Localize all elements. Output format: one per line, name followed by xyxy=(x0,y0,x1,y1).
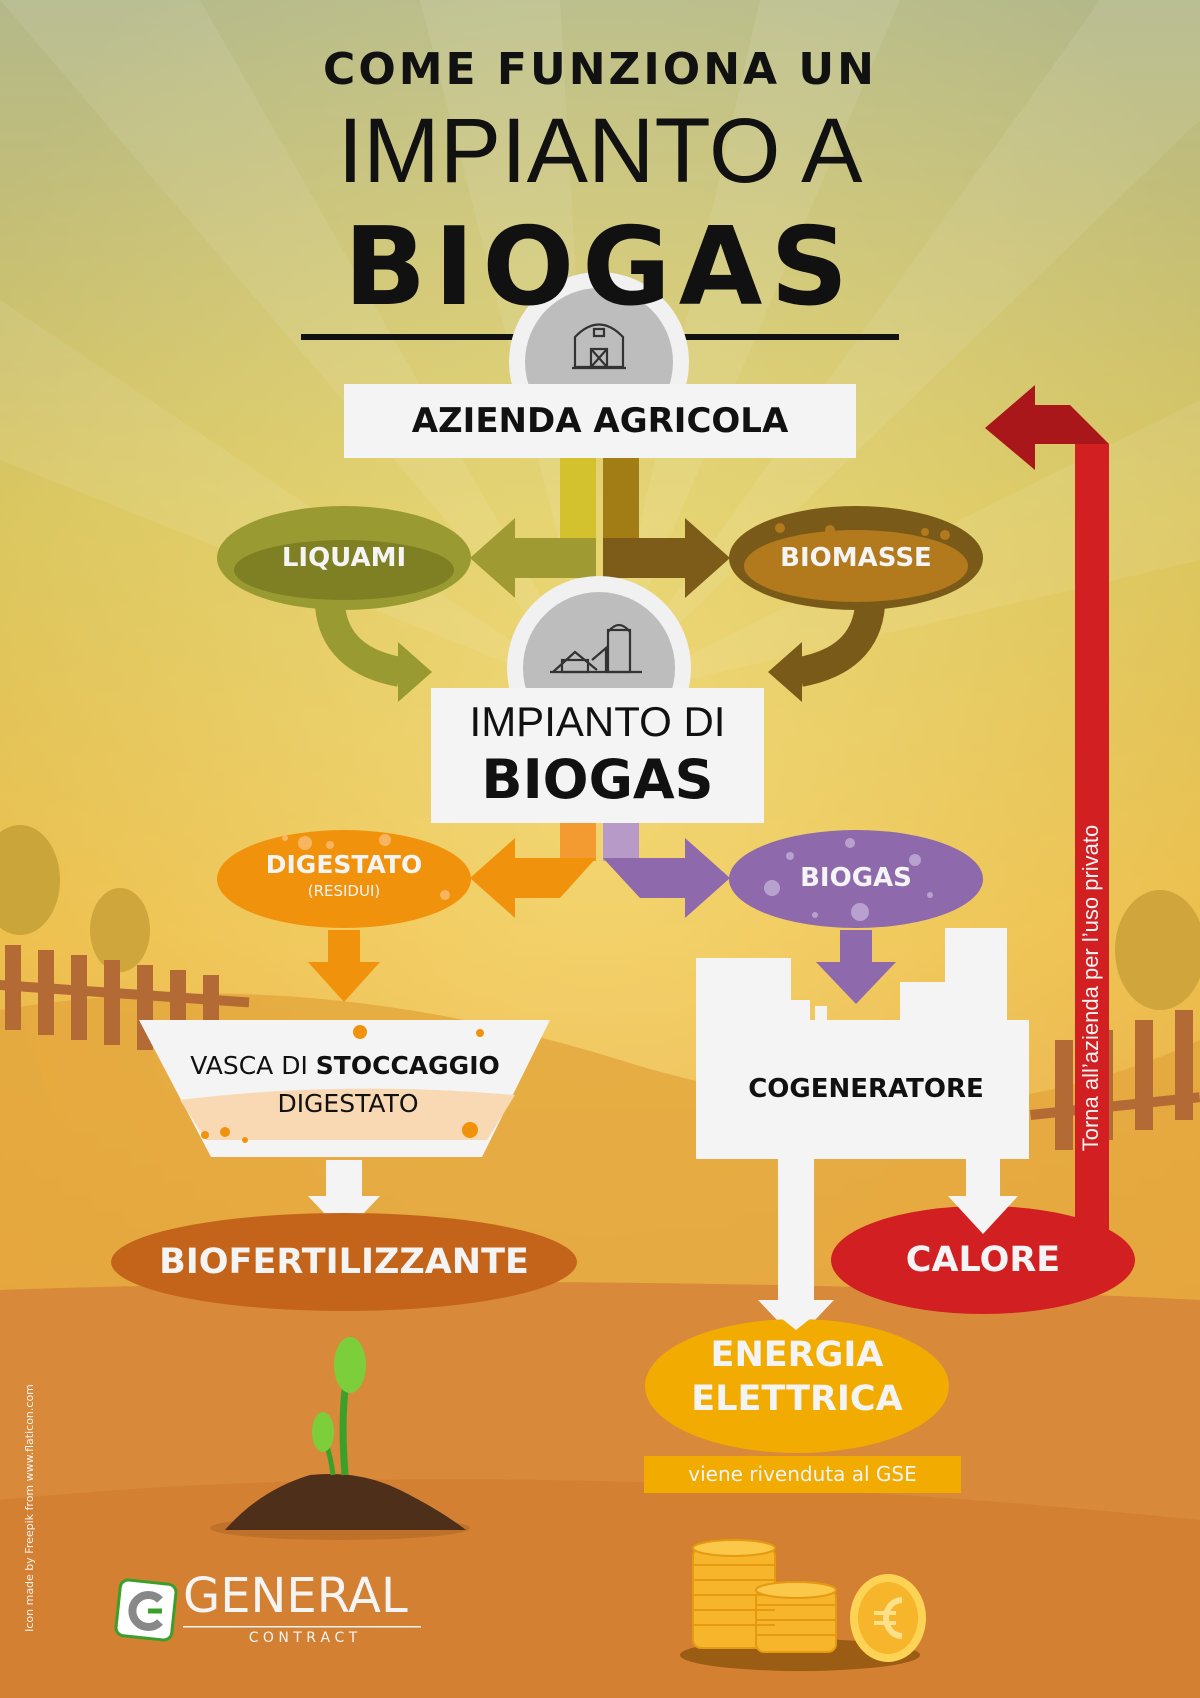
impianto-box xyxy=(431,688,764,823)
farm-silo-icon xyxy=(550,623,642,674)
digestato-down-arrow xyxy=(308,930,380,1002)
biomasse-dots xyxy=(775,523,950,540)
liquami-arrowhead xyxy=(398,642,432,702)
tree xyxy=(1115,890,1200,1010)
biogas-down-arrow xyxy=(816,930,896,1004)
calore-down-arrow xyxy=(948,1159,1018,1234)
cogeneratore-building xyxy=(696,928,1029,1159)
logo-rule xyxy=(183,1626,421,1628)
biofertilizzante-node xyxy=(111,1213,577,1311)
calore-return-bar xyxy=(1075,444,1109,1239)
arrow-to-liquami xyxy=(470,518,596,598)
ground-dark xyxy=(0,1479,1200,1698)
impianto-label-line1: IMPIANTO DI xyxy=(469,698,726,745)
biogas-stem xyxy=(603,823,639,861)
cogeneratore-label: COGENERATORE xyxy=(748,1074,984,1104)
energia-arrow-tip xyxy=(758,1300,834,1330)
fence-left xyxy=(0,945,250,1060)
biogas-label: BIOGAS xyxy=(800,863,912,893)
biomasse-arrowhead xyxy=(768,642,802,702)
energia-label-line1: ENERGIA xyxy=(710,1335,884,1375)
vasca-liquid xyxy=(180,1088,515,1140)
azienda-label: AZIENDA AGRICOLA xyxy=(411,401,789,441)
vasca-label-line2: DIGESTATO xyxy=(277,1089,419,1118)
digestato-node xyxy=(217,830,471,928)
biomasse-curve-arrow xyxy=(796,603,885,687)
biogas-bubbles xyxy=(764,838,933,921)
calore-return-label: Torna all’azienda per l’uso privato xyxy=(1078,824,1103,1152)
calore-label: CALORE xyxy=(905,1240,1061,1280)
vasca-label-part2: STOCCAGGIO xyxy=(315,1051,500,1080)
azienda-box xyxy=(344,384,856,458)
energia-note: viene rivenduta al GSE xyxy=(688,1462,917,1486)
liquami-label: LIQUAMI xyxy=(281,543,407,573)
euro-coins-icon xyxy=(680,1539,926,1671)
logo-sub-text: C O N T R A C T xyxy=(248,1630,358,1646)
digestato-label: DIGESTATO xyxy=(265,850,423,879)
title-line1: COME FUNZIONA UN xyxy=(323,44,877,95)
seedling-icon xyxy=(210,1337,470,1540)
liquami-curve-arrow xyxy=(315,603,404,687)
biomasse-fill xyxy=(744,530,968,602)
arrow-to-biogas xyxy=(603,838,730,918)
biomasse-label: BIOMASSE xyxy=(780,543,932,573)
vasca-bubbles xyxy=(201,1025,484,1143)
general-contract-logo-icon xyxy=(114,1578,178,1642)
liquami-stem xyxy=(560,458,596,538)
biofertilizzante-label: BIOFERTILIZZANTE xyxy=(159,1242,529,1282)
liquami-fill xyxy=(234,540,454,600)
digestato-sublabel: (RESIDUI) xyxy=(307,882,381,900)
calore-return-arrowhead xyxy=(985,385,1109,470)
energia-node xyxy=(645,1319,949,1453)
barn-icon xyxy=(572,323,626,370)
arrow-to-digestato xyxy=(470,838,596,918)
title-line2: IMPIANTO A xyxy=(337,100,863,202)
biomasse-stem xyxy=(603,458,639,538)
vasca-label-part1: VASCA DI xyxy=(190,1051,316,1080)
impianto-label-line2: BIOGAS xyxy=(481,748,714,811)
logo-main-text: GENERAL xyxy=(183,1568,408,1624)
vasca-label-line1: VASCA DI STOCCAGGIO xyxy=(150,1050,540,1082)
calore-node xyxy=(831,1206,1135,1314)
icon-credit: Icon made by Freepik from www.flaticon.c… xyxy=(23,1384,36,1632)
arrow-to-biomasse xyxy=(603,518,730,598)
energia-down-arrow xyxy=(758,1159,834,1340)
tree xyxy=(0,825,60,935)
energia-label-line2: ELETTRICA xyxy=(691,1379,903,1419)
tree xyxy=(90,888,150,972)
energia-note-band xyxy=(644,1456,961,1493)
digestato-stem xyxy=(560,823,596,861)
title-line3: BIOGAS xyxy=(343,205,857,330)
digestato-bubbles xyxy=(282,834,450,900)
vasca-down-arrow xyxy=(308,1160,380,1234)
sun-rays xyxy=(0,0,1200,700)
